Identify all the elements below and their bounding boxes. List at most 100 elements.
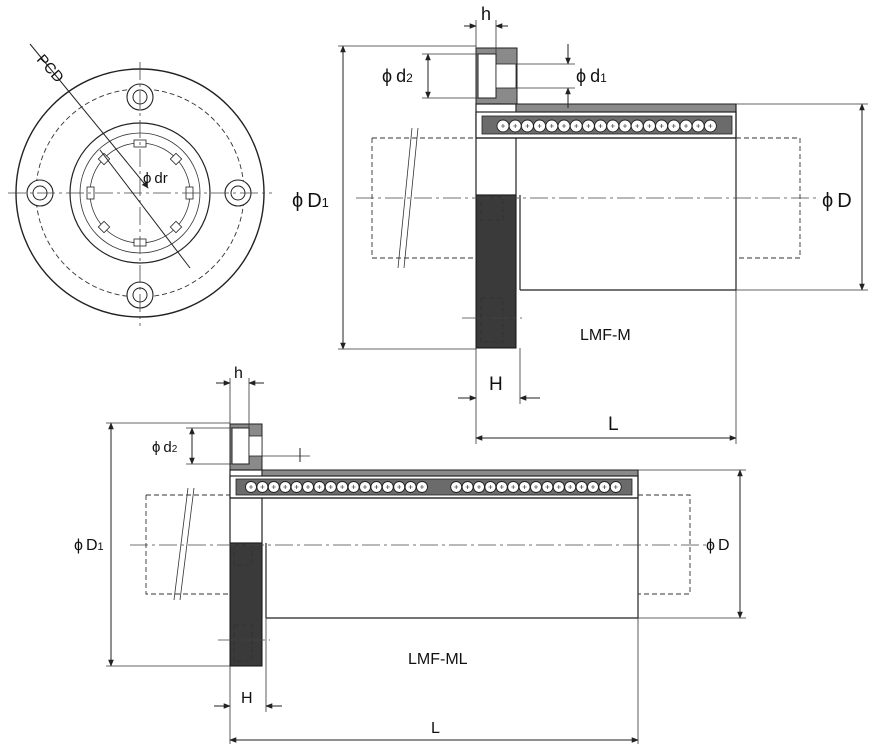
ball-mark bbox=[708, 124, 713, 128]
svg-text:ϕdr: ϕdr bbox=[143, 170, 168, 187]
svg-text:ϕd2: ϕd2 bbox=[152, 439, 178, 456]
flange-bottom bbox=[475, 194, 517, 349]
d2-label: d bbox=[396, 66, 406, 86]
ball-mark bbox=[317, 485, 322, 489]
ball-mark bbox=[659, 124, 664, 128]
ball-mark bbox=[647, 124, 652, 128]
svg-text:ϕD: ϕD bbox=[706, 537, 730, 554]
ball-mark bbox=[549, 124, 554, 128]
ball-mark bbox=[635, 124, 640, 128]
dr-label: dr bbox=[154, 170, 167, 187]
ball-mark bbox=[351, 485, 356, 489]
ball-mark bbox=[513, 124, 518, 128]
counterbore-bottom bbox=[480, 297, 504, 343]
model-label-lmf-m: LMF-M bbox=[580, 327, 631, 344]
h-label: h bbox=[234, 365, 243, 382]
D1-subscript: 1 bbox=[322, 195, 329, 210]
ball-mark bbox=[623, 124, 627, 128]
ball-mark bbox=[283, 485, 288, 489]
L-label: L bbox=[608, 414, 619, 435]
svg-text:ϕD1: ϕD1 bbox=[292, 190, 329, 212]
dr-leader bbox=[99, 149, 191, 269]
ball-mark bbox=[591, 485, 595, 489]
D1-subscript: 1 bbox=[98, 541, 104, 553]
model-label-lmf-ml: LMF-ML bbox=[408, 651, 468, 668]
counterbore-bottom bbox=[233, 624, 253, 662]
outer-shell-top bbox=[261, 469, 639, 477]
pcd-label: PCD bbox=[33, 51, 67, 86]
pcd-leader bbox=[29, 43, 149, 189]
svg-text:ϕd2: ϕd2 bbox=[382, 66, 413, 86]
ball-mark bbox=[537, 124, 542, 128]
d2-subscript: 2 bbox=[172, 444, 178, 455]
ball-mark bbox=[397, 485, 402, 489]
ball-mark bbox=[340, 485, 345, 489]
d2-label: d bbox=[163, 439, 171, 456]
ball-mark bbox=[556, 485, 561, 489]
ball-row bbox=[496, 119, 717, 133]
counterbore-top bbox=[231, 427, 250, 465]
D1-label: D bbox=[307, 190, 321, 212]
H-label: H bbox=[241, 690, 253, 707]
ball-mark bbox=[696, 124, 701, 128]
L-label: L bbox=[431, 720, 440, 737]
ball-mark bbox=[454, 485, 459, 489]
D1-phi-symbol: ϕ bbox=[292, 190, 303, 212]
ball-mark bbox=[294, 485, 299, 489]
dr-phi-symbol: ϕ bbox=[143, 170, 151, 187]
svg-text:ϕD1: ϕD1 bbox=[74, 537, 104, 554]
d1-phi-symbol: ϕ bbox=[576, 66, 586, 86]
ball-mark bbox=[374, 485, 379, 489]
ball-mark bbox=[568, 485, 573, 489]
ball-mark bbox=[602, 485, 607, 489]
outer-shell-top bbox=[515, 103, 737, 113]
ball-mark bbox=[260, 485, 265, 489]
D-phi-symbol: ϕ bbox=[706, 537, 715, 554]
shaft-outline bbox=[145, 494, 691, 595]
ball-mark bbox=[579, 485, 584, 489]
d1-subscript: 1 bbox=[600, 71, 607, 85]
ball-mark bbox=[499, 485, 504, 489]
svg-text:ϕD: ϕD bbox=[822, 190, 852, 212]
ball-mark bbox=[562, 124, 566, 128]
ball-mark bbox=[501, 124, 505, 128]
D-phi-symbol: ϕ bbox=[822, 190, 833, 212]
ball-mark bbox=[385, 485, 390, 489]
ball-row bbox=[245, 481, 622, 493]
d2-phi-symbol: ϕ bbox=[382, 66, 392, 86]
counterbore-top bbox=[477, 53, 497, 99]
D1-phi-symbol: ϕ bbox=[74, 537, 83, 554]
ball-mark bbox=[598, 124, 603, 128]
H-label: H bbox=[489, 374, 503, 395]
ball-mark bbox=[488, 485, 493, 489]
ball-mark bbox=[477, 485, 481, 489]
mounting-holes bbox=[26, 83, 252, 309]
ball-mark bbox=[420, 485, 424, 489]
ball-mark bbox=[610, 124, 615, 128]
svg-text:ϕd1: ϕd1 bbox=[576, 66, 607, 86]
ball-mark bbox=[465, 485, 470, 489]
ball-mark bbox=[522, 485, 527, 489]
ball-mark bbox=[586, 124, 591, 128]
ball-mark bbox=[613, 485, 618, 489]
ball-mark bbox=[328, 485, 333, 489]
ball-mark bbox=[574, 124, 579, 128]
d1-label: d bbox=[590, 66, 600, 86]
ball-mark bbox=[306, 485, 310, 489]
ball-mark bbox=[525, 124, 530, 128]
ball-mark bbox=[684, 124, 688, 128]
ball-mark bbox=[534, 485, 538, 489]
D-label: D bbox=[718, 537, 730, 554]
ball-mark bbox=[363, 485, 367, 489]
ball-mark bbox=[511, 485, 516, 489]
ball-mark bbox=[271, 485, 276, 489]
ball-mark bbox=[671, 124, 676, 128]
end-view-centerlines bbox=[8, 62, 272, 326]
h-label: h bbox=[481, 4, 491, 24]
D-label: D bbox=[837, 190, 851, 212]
ball-mark bbox=[408, 485, 413, 489]
